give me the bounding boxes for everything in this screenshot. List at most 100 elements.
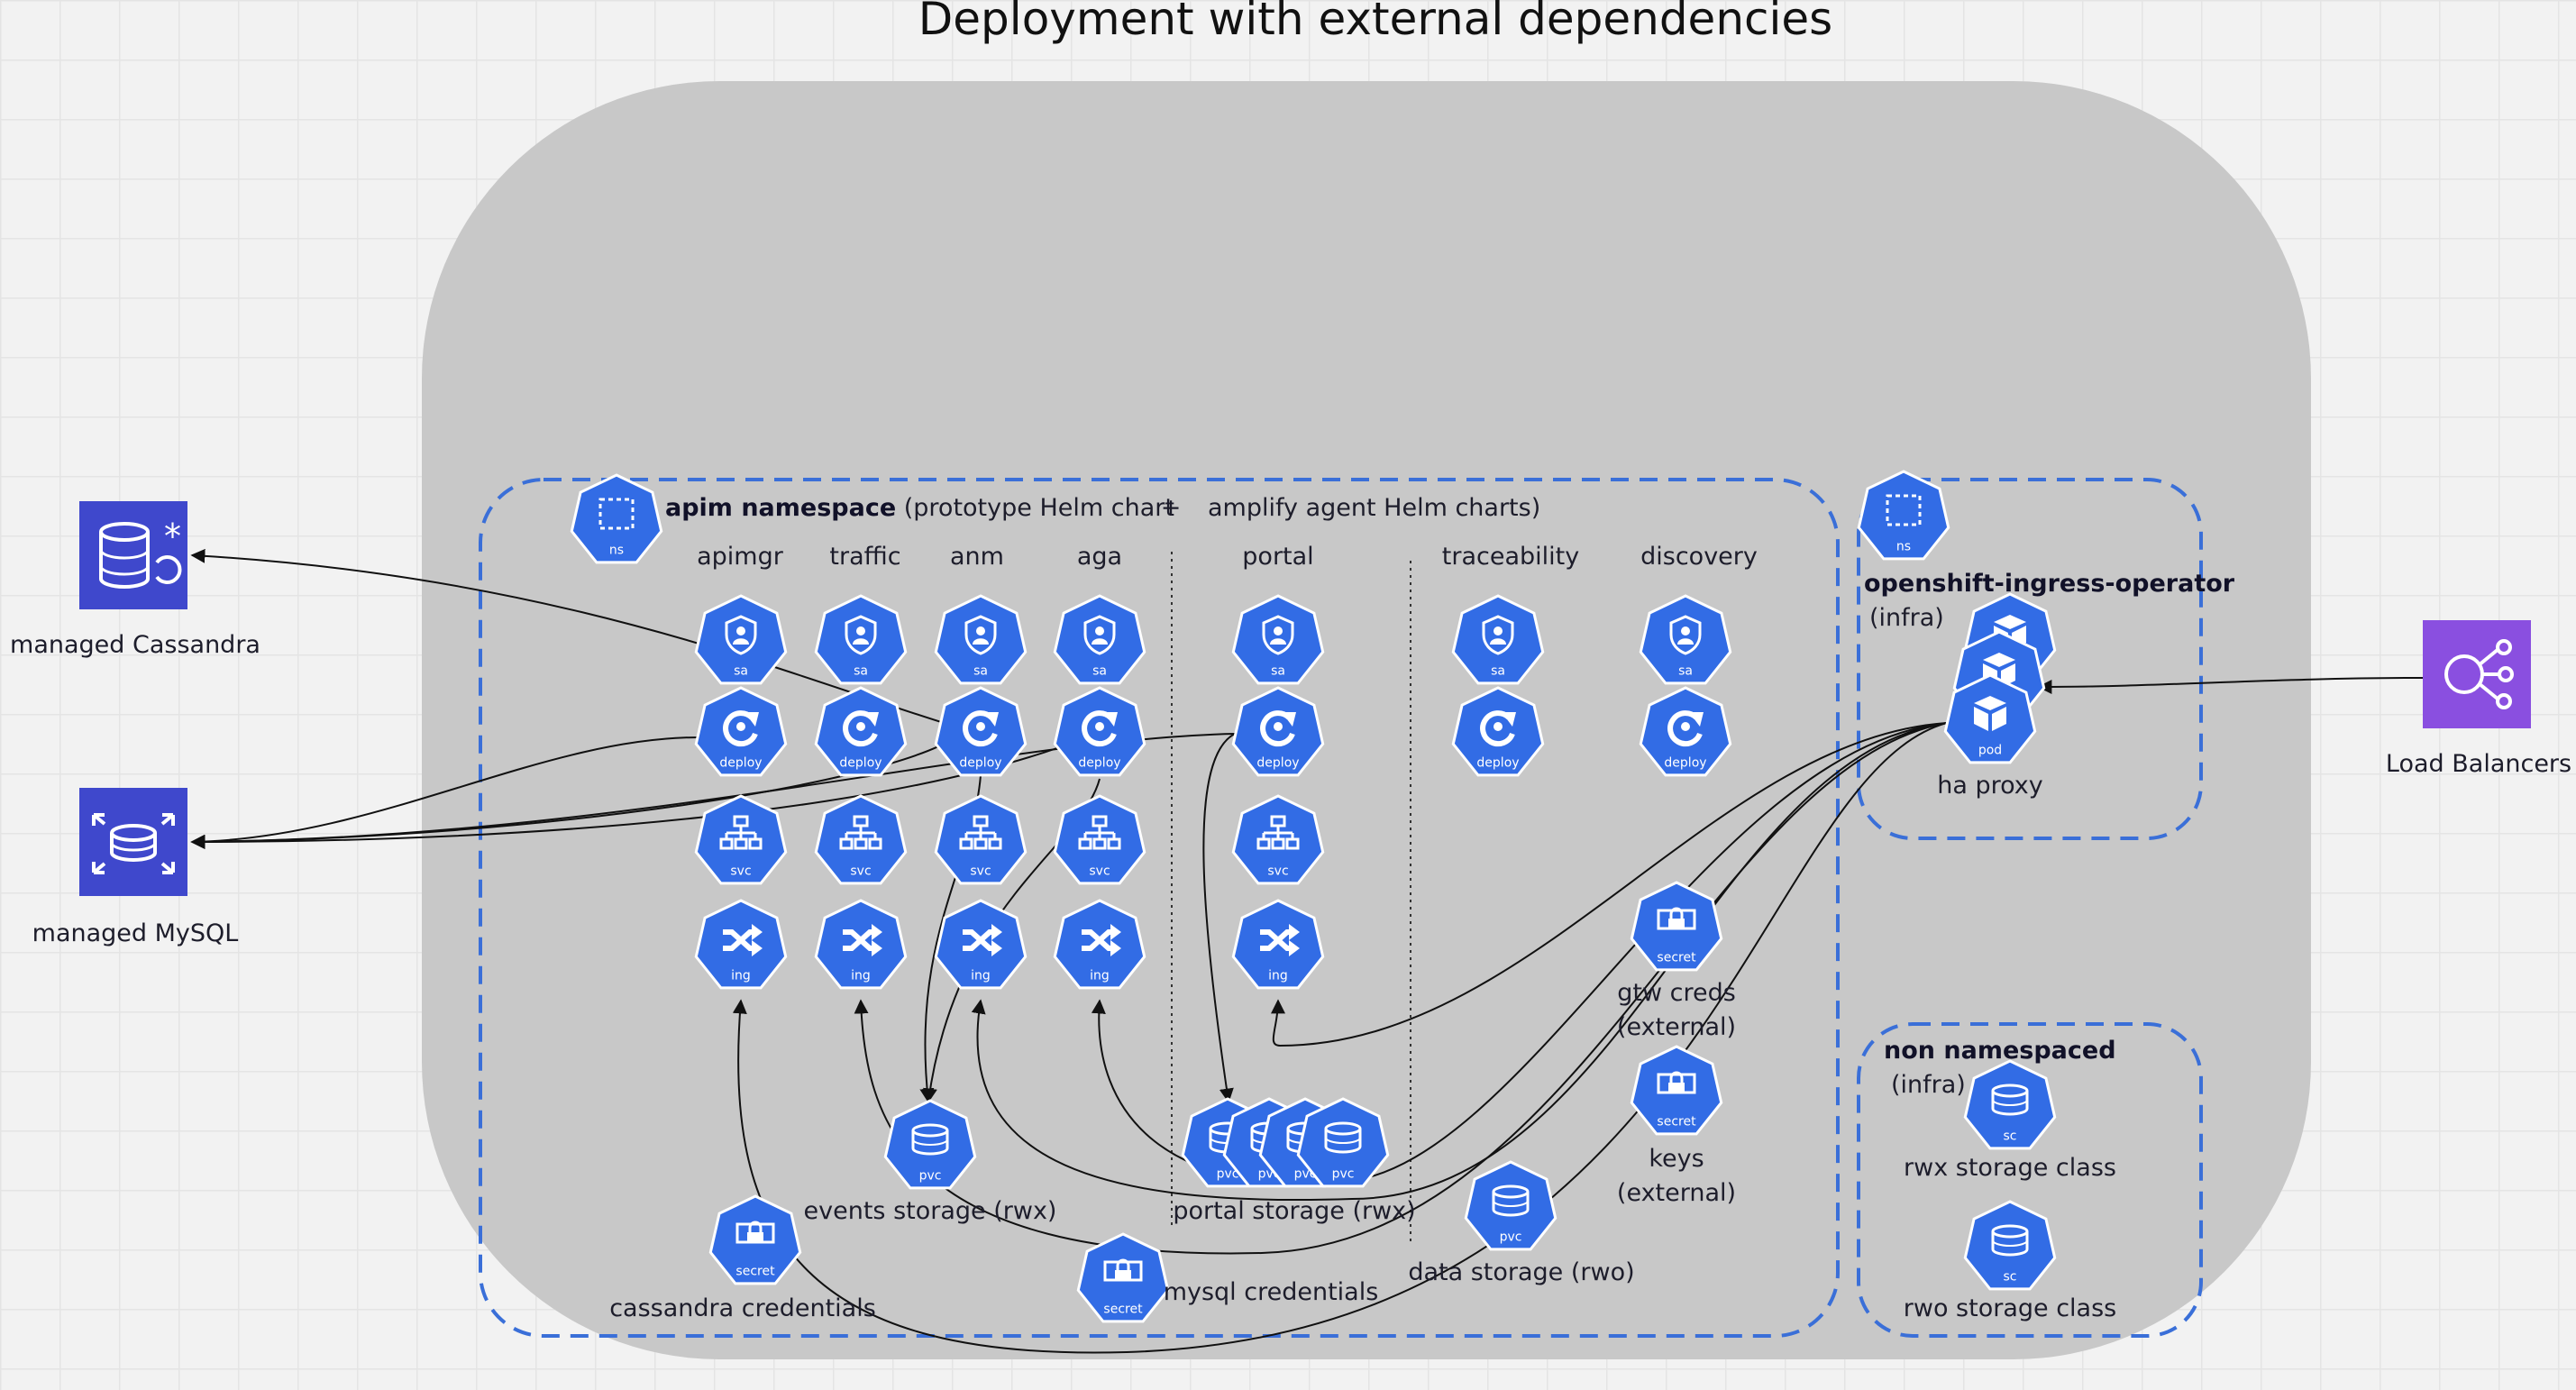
diagram-title: Deployment with external dependencies bbox=[918, 0, 1832, 45]
rwx-storage-class-label: rwx storage class bbox=[1904, 1154, 2116, 1182]
service-account-icon-apimgr: sa bbox=[694, 594, 788, 685]
service-account-icon-discovery: sa bbox=[1639, 594, 1732, 685]
service-account-icon-portal-tag: sa bbox=[1271, 664, 1285, 679]
rwo-storage-class-label: rwo storage class bbox=[1904, 1294, 2116, 1322]
deployment-icon-aga-tag: deploy bbox=[1078, 756, 1120, 771]
managed-mysql-label: managed MySQL bbox=[32, 919, 239, 947]
service-icon-apimgr-tag: svc bbox=[730, 864, 751, 879]
ingress-namespace-icon: ns bbox=[1857, 470, 1950, 561]
gtw-creds-secret-icon-tag: secret bbox=[1657, 951, 1696, 965]
ingress-icon-traffic-tag: ing bbox=[851, 969, 871, 983]
ingress-icon-anm-tag: ing bbox=[971, 969, 991, 983]
deployment-icon-apimgr: deploy bbox=[694, 686, 788, 777]
service-icon-apimgr: svc bbox=[694, 794, 788, 885]
non-namespaced-box bbox=[1857, 1022, 2203, 1338]
apim-namespace-icon-tag: ns bbox=[609, 544, 624, 558]
keys-secret-icon-tag: secret bbox=[1657, 1115, 1696, 1129]
ingress-icon-traffic: ing bbox=[814, 899, 908, 990]
portal-storage-label: portal storage (rwx) bbox=[1173, 1197, 1415, 1225]
ha-proxy-pod-icon-3: pod bbox=[1943, 673, 2037, 764]
non-namespaced-subtitle: (infra) bbox=[1891, 1071, 1966, 1099]
service-account-icon-aga: sa bbox=[1053, 594, 1146, 685]
column-header-anm: anm bbox=[950, 543, 1004, 571]
deployment-icon-portal: deploy bbox=[1231, 686, 1325, 777]
keys-sublabel: (external) bbox=[1617, 1179, 1736, 1207]
rwo-storage-class-icon-tag: sc bbox=[2004, 1270, 2017, 1285]
rwx-storage-class-icon-tag: sc bbox=[2004, 1129, 2017, 1144]
deployment-icon-traffic: deploy bbox=[814, 686, 908, 777]
deployment-icon-apimgr-tag: deploy bbox=[719, 756, 762, 771]
rwo-storage-class-icon: sc bbox=[1963, 1200, 2057, 1291]
service-account-icon-aga-tag: sa bbox=[1092, 664, 1107, 679]
column-header-portal: portal bbox=[1242, 543, 1313, 571]
service-account-icon-anm-tag: sa bbox=[973, 664, 988, 679]
ingress-icon-aga: ing bbox=[1053, 899, 1146, 990]
helm-plus-sign: + bbox=[1161, 494, 1182, 522]
deployment-icon-anm-tag: deploy bbox=[959, 756, 1001, 771]
ingress-icon-apimgr: ing bbox=[694, 899, 788, 990]
column-header-aga: aga bbox=[1077, 543, 1122, 571]
service-icon-aga: svc bbox=[1053, 794, 1146, 885]
service-account-icon-traceability-tag: sa bbox=[1491, 664, 1505, 679]
cassandra-credentials-secret-icon: secret bbox=[708, 1194, 802, 1285]
cassandra-database-icon: * bbox=[79, 501, 187, 609]
keys-label: keys bbox=[1649, 1145, 1704, 1173]
portal-storage-pvc-icon-4: pvc bbox=[1296, 1097, 1390, 1188]
icon-layer: sa deploy sa deploy sa deploy sa deploy sa deploy… bbox=[79, 470, 2531, 1323]
load-balancers-label: Load Balancers bbox=[2386, 750, 2571, 778]
service-icon-aga-tag: svc bbox=[1089, 864, 1110, 879]
ingress-namespace-title: openshift-ingress-operator bbox=[1864, 570, 2235, 598]
service-account-icon-traffic: sa bbox=[814, 594, 908, 685]
service-account-icon-anm: sa bbox=[934, 594, 1028, 685]
service-account-icon-traffic-tag: sa bbox=[854, 664, 868, 679]
mysql-credentials-secret-icon: secret bbox=[1076, 1232, 1170, 1323]
deployment-icon-anm: deploy bbox=[934, 686, 1028, 777]
service-account-icon-discovery-tag: sa bbox=[1678, 664, 1693, 679]
managed-cassandra-label: managed Cassandra bbox=[10, 631, 260, 659]
events-storage-pvc-icon-tag: pvc bbox=[919, 1169, 942, 1184]
service-icon-anm-tag: svc bbox=[970, 864, 991, 879]
ingress-namespace-box bbox=[1857, 478, 2203, 840]
column-header-traceability: traceability bbox=[1442, 543, 1579, 571]
apim-namespace-title: apim namespace (prototype Helm chart bbox=[665, 494, 1174, 522]
deployment-icon-discovery-tag: deploy bbox=[1664, 756, 1706, 771]
ha-proxy-label: ha proxy bbox=[1937, 772, 2043, 800]
deployment-icon-aga: deploy bbox=[1053, 686, 1146, 777]
gtw-creds-label: gtw creds bbox=[1617, 979, 1736, 1007]
asterisk-glyph: * bbox=[164, 517, 181, 556]
service-account-icon-portal: sa bbox=[1231, 594, 1325, 685]
service-icon-traffic: svc bbox=[814, 794, 908, 885]
ingress-namespace-subtitle: (infra) bbox=[1869, 604, 1944, 632]
ingress-icon-anm: ing bbox=[934, 899, 1028, 990]
events-storage-pvc-icon: pvc bbox=[883, 1099, 977, 1190]
column-header-apimgr: apimgr bbox=[697, 543, 784, 571]
column-header-traffic: traffic bbox=[829, 543, 900, 571]
column-header-discovery: discovery bbox=[1640, 543, 1758, 571]
ha-proxy-pod-icon-3-tag: pod bbox=[1978, 744, 2002, 758]
data-storage-pvc-icon-tag: pvc bbox=[1500, 1230, 1522, 1245]
mysql-credentials-secret-icon-tag: secret bbox=[1103, 1303, 1143, 1317]
events-storage-label: events storage (rwx) bbox=[804, 1197, 1057, 1225]
keys-secret-icon: secret bbox=[1630, 1045, 1723, 1136]
data-storage-pvc-icon: pvc bbox=[1464, 1160, 1557, 1251]
apim-namespace-box bbox=[479, 478, 1840, 1338]
service-icon-portal: svc bbox=[1231, 794, 1325, 885]
gtw-creds-secret-icon: secret bbox=[1630, 881, 1723, 972]
gtw-creds-sublabel: (external) bbox=[1617, 1013, 1736, 1041]
ingress-icon-aga-tag: ing bbox=[1090, 969, 1110, 983]
cassandra-credentials-label: cassandra credentials bbox=[609, 1294, 876, 1322]
mysql-credentials-label: mysql credentials bbox=[1164, 1278, 1379, 1306]
apim-namespace-icon: ns bbox=[570, 473, 663, 564]
service-icon-anm: svc bbox=[934, 794, 1028, 885]
ingress-icon-apimgr-tag: ing bbox=[731, 969, 751, 983]
deployment-icon-traceability-tag: deploy bbox=[1476, 756, 1519, 771]
rwx-storage-class-icon: sc bbox=[1963, 1059, 2057, 1150]
portal-storage-pvc-icon-1-tag: pvc bbox=[1217, 1167, 1239, 1182]
service-account-icon-apimgr-tag: sa bbox=[734, 664, 748, 679]
ingress-icon-portal-tag: ing bbox=[1268, 969, 1288, 983]
agent-charts-label: amplify agent Helm charts) bbox=[1208, 494, 1540, 522]
ingress-namespace-icon-tag: ns bbox=[1896, 540, 1911, 554]
service-account-icon-traceability: sa bbox=[1451, 594, 1545, 685]
data-storage-label: data storage (rwo) bbox=[1408, 1258, 1634, 1286]
